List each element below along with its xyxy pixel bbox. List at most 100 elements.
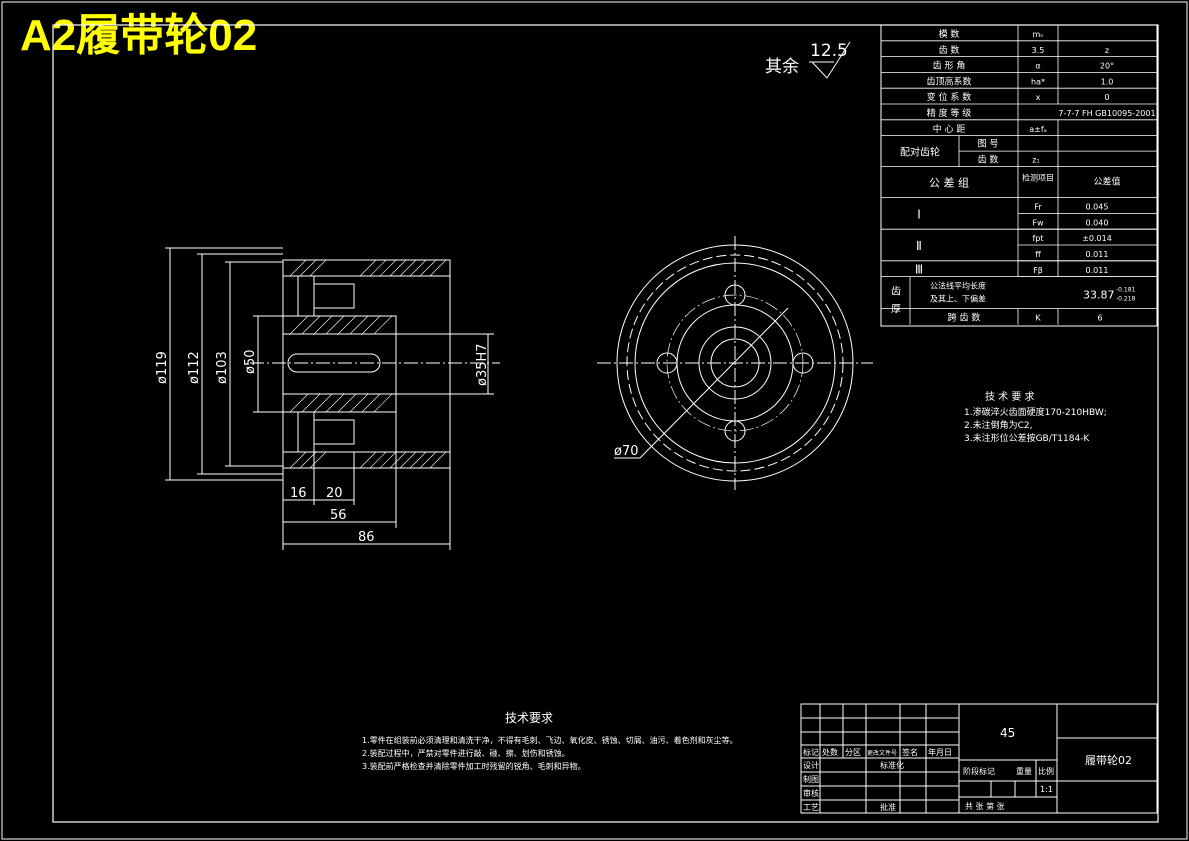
dim-w16: 16 bbox=[290, 486, 307, 501]
group-symbol: Fr bbox=[1034, 203, 1042, 212]
tooth-thick-value: 33.87 bbox=[1083, 289, 1115, 302]
label-design: 设计 bbox=[803, 760, 819, 770]
dim-d70: ø70 bbox=[614, 444, 639, 459]
label-craft: 工艺 bbox=[803, 803, 819, 812]
material: 45 bbox=[1000, 726, 1015, 740]
param-name: 中 心 距 bbox=[933, 123, 966, 135]
tech-req-right-item: 3.未注形位公差按GB/T1184-K bbox=[964, 432, 1090, 444]
group-symbol: ff bbox=[1035, 250, 1041, 259]
group-value: 0.011 bbox=[1086, 250, 1109, 259]
tolerance-group: Ⅱ bbox=[916, 239, 922, 253]
title-block bbox=[800, 703, 1158, 814]
dim-d119: ø119 bbox=[155, 351, 170, 384]
param-name: 精 度 等 级 bbox=[927, 107, 972, 119]
label-draw: 制图 bbox=[803, 774, 819, 784]
label-check: 审核 bbox=[803, 788, 819, 798]
param-value: 7-7-7 FH GB10095-2001 bbox=[1058, 109, 1155, 118]
label-date: 年月日 bbox=[928, 747, 952, 757]
span-value: 6 bbox=[1097, 314, 1102, 323]
group-value: 0.011 bbox=[1086, 266, 1109, 275]
tech-req-bottom-item: 1.零件在组装前必须清理和清洗干净，不得有毛刺、飞边、氧化皮、锈蚀、切屑、油污、… bbox=[362, 735, 738, 745]
tooth-thick-desc: 公法线平均长度 bbox=[930, 281, 986, 291]
scale-value: 1:1 bbox=[1040, 785, 1053, 794]
mating-teeth-symbol: z₁ bbox=[1032, 156, 1039, 165]
sheets: 共 张 第 张 bbox=[965, 801, 1005, 811]
param-value: 0 bbox=[1104, 93, 1109, 102]
param-symbol: x bbox=[1036, 93, 1041, 102]
mating-drawing-no: 图 号 bbox=[978, 139, 999, 150]
title-block-text: 45 履带轮02 标记 处数 分区 更改文件号 签名 年月日 设计 标准化 制图… bbox=[803, 726, 1132, 812]
dim-w86: 86 bbox=[358, 530, 375, 545]
tech-req-right-item: 2.未注倒角为C2, bbox=[964, 419, 1032, 431]
label-scale: 比例 bbox=[1038, 766, 1054, 776]
param-symbol: ha* bbox=[1031, 77, 1045, 86]
dim-bore: ø35H7 bbox=[475, 343, 490, 386]
label-weight: 重量 bbox=[1016, 766, 1032, 776]
param-name: 模 数 bbox=[939, 28, 960, 40]
mating-teeth: 齿 数 bbox=[978, 154, 999, 166]
dim-d50: ø50 bbox=[243, 350, 258, 375]
roughness-label: 其余 bbox=[765, 57, 799, 77]
tolerance-group: Ⅰ bbox=[917, 207, 921, 221]
tooth-thick-dev-low: -0.218 bbox=[1116, 296, 1136, 303]
tech-req-bottom-item: 3.装配前严格检查并清除零件加工时残留的锐角、毛刺和异物。 bbox=[362, 761, 586, 771]
tech-req-bottom-item: 2.装配过程中，严禁对零件进行敲、碰、擦、划伤和锈蚀。 bbox=[362, 748, 570, 758]
param-symbol: α bbox=[1035, 62, 1040, 71]
mating-label: 配对齿轮 bbox=[900, 146, 940, 159]
tech-req-bottom-title: 技术要求 bbox=[505, 711, 553, 725]
tech-req-right-item: 1.渗碳淬火齿面硬度170-210HBW; bbox=[964, 406, 1107, 418]
label-approve: 批准 bbox=[880, 802, 896, 812]
param-value: z bbox=[1105, 46, 1109, 55]
group-value: 0.045 bbox=[1086, 203, 1109, 212]
param-value: 1.0 bbox=[1101, 77, 1114, 86]
param-value: 20° bbox=[1100, 62, 1114, 71]
check-item-label: 检测项目 bbox=[1022, 173, 1054, 183]
parameter-table: 模 数 mₙ 齿 数 3.5 z 齿 形 角 α 20° 齿顶高系数 ha* 1.0 变 位 系 数 x… bbox=[880, 24, 1158, 327]
param-symbol: a±fₐ bbox=[1029, 125, 1047, 134]
param-name: 变 位 系 数 bbox=[927, 91, 972, 103]
tolerance-label: 公 差 组 bbox=[929, 176, 969, 190]
param-symbol: mₙ bbox=[1033, 30, 1044, 39]
tech-requirements-bottom: 技术要求 1.零件在组装前必须清理和清洗干净，不得有毛刺、飞边、氧化皮、锈蚀、切… bbox=[362, 711, 738, 771]
section-dimensions: ø119 ø112 ø103 ø50 ø35H7 16 20 56 86 bbox=[155, 343, 490, 545]
param-name: 齿 数 bbox=[939, 44, 960, 56]
dim-d103: ø103 bbox=[215, 351, 230, 384]
group-value: 0.040 bbox=[1086, 218, 1109, 227]
tolerance-value-label: 公差值 bbox=[1093, 176, 1120, 188]
roughness-value: 12.5 bbox=[810, 41, 848, 61]
tech-req-right-title: 技 术 要 求 bbox=[985, 390, 1035, 403]
roughness-symbol: 其余 12.5 bbox=[765, 41, 851, 79]
tooth-thick-dev-up: -0.181 bbox=[1116, 287, 1136, 294]
tolerance-group: Ⅲ bbox=[915, 263, 923, 277]
param-symbol: 3.5 bbox=[1032, 46, 1045, 55]
dim-d112: ø112 bbox=[187, 351, 202, 384]
section-view bbox=[165, 247, 500, 550]
group-symbol: fpt bbox=[1032, 234, 1043, 243]
label-sign: 签名 bbox=[902, 747, 918, 757]
span-symbol: K bbox=[1035, 314, 1041, 323]
tooth-thick-label: 齿 bbox=[891, 286, 901, 298]
part-name: 履带轮02 bbox=[1085, 753, 1132, 767]
param-name: 齿 形 角 bbox=[933, 60, 966, 72]
label-change-doc: 更改文件号 bbox=[867, 749, 897, 757]
group-symbol: Fw bbox=[1032, 218, 1044, 227]
dim-w56: 56 bbox=[330, 508, 347, 523]
tooth-thick-desc: 及其上、下偏差 bbox=[930, 294, 986, 304]
dim-w20: 20 bbox=[326, 486, 343, 501]
tech-requirements-right: 技 术 要 求 1.渗碳淬火齿面硬度170-210HBW; 2.未注倒角为C2,… bbox=[964, 390, 1107, 444]
drawing-title: A2履带轮02 bbox=[20, 11, 258, 60]
label-standard: 标准化 bbox=[880, 760, 904, 770]
label-count: 处数 bbox=[822, 747, 838, 757]
span-label: 跨 齿 数 bbox=[948, 312, 981, 324]
label-mark: 标记 bbox=[803, 747, 819, 757]
label-stage: 阶段标记 bbox=[963, 766, 995, 776]
tooth-thick-label: 厚 bbox=[891, 304, 901, 316]
inner-frame bbox=[52, 24, 1159, 823]
front-view bbox=[597, 236, 873, 490]
param-name: 齿顶高系数 bbox=[926, 75, 971, 87]
group-symbol: Fβ bbox=[1033, 266, 1043, 275]
group-value: ±0.014 bbox=[1082, 234, 1112, 243]
label-zone: 分区 bbox=[845, 748, 861, 757]
